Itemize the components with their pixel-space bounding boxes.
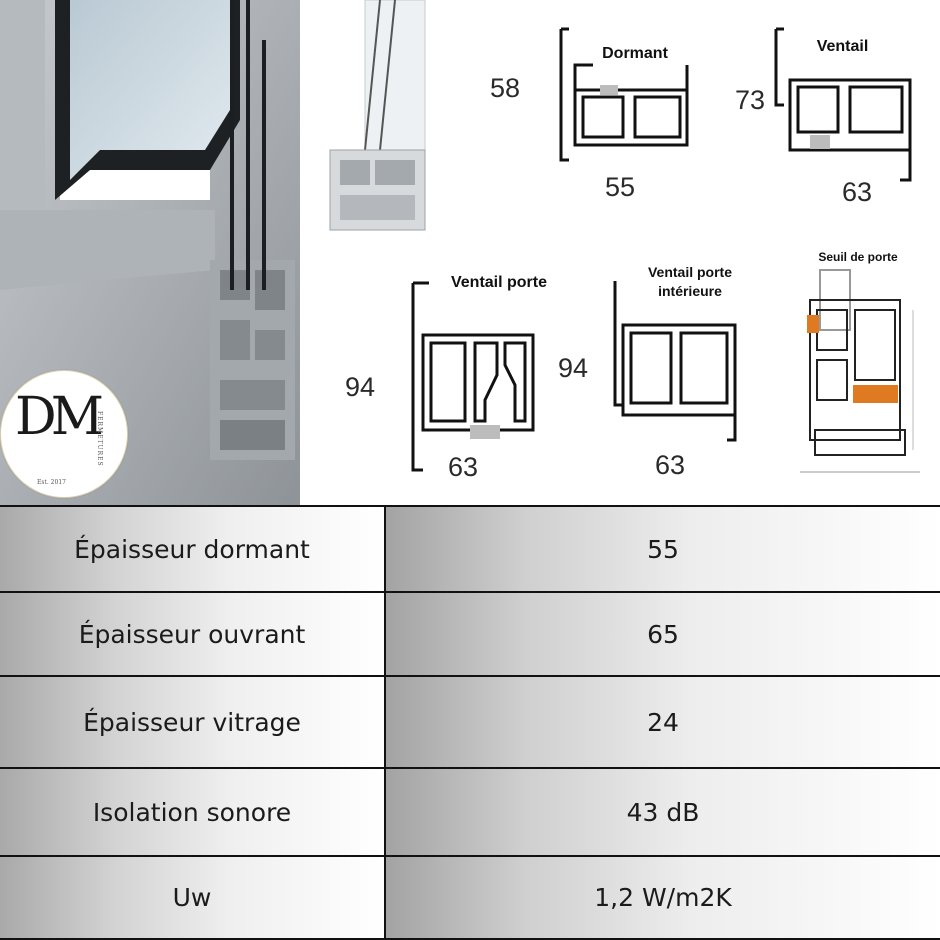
seuil-profile-drawing — [800, 269, 920, 473]
dormant-width-label: 55 — [605, 172, 636, 202]
ventail-porte-width-label: 63 — [448, 452, 479, 482]
ventail-porte-interieure-height-label: 94 — [558, 353, 589, 383]
ventail-porte-profile-drawing — [411, 281, 535, 472]
spec-label: Isolation sonore — [0, 769, 384, 855]
dormant-height-label: 58 — [490, 73, 521, 103]
spec-label: Uw — [0, 857, 384, 938]
ventail-porte-interieure-width-label: 63 — [655, 450, 686, 480]
ventail-height-label: 73 — [735, 85, 766, 115]
logo-brand-text: FERMETURES — [96, 411, 103, 467]
logo-est-text: Est. 2017 — [37, 479, 66, 486]
spec-label: Épaisseur dormant — [0, 507, 384, 591]
brand-logo: DM FERMETURES Est. 2017 — [0, 370, 128, 498]
spec-row-vitrage: Épaisseur vitrage 24 — [0, 677, 940, 769]
spec-row-ouvrant: Épaisseur ouvrant 65 — [0, 593, 940, 677]
ventail-title: Ventail — [816, 38, 869, 55]
logo-letters: DM — [15, 387, 104, 447]
dormant-profile-drawing — [559, 27, 689, 162]
spec-value: 24 — [384, 677, 940, 767]
product-illustration-area: 58 Dormant 55 73 Ventail 63 94 Ventail p… — [0, 0, 920, 505]
ventail-porte-title: Ventail porte — [450, 274, 548, 291]
ventail-porte-height-label: 94 — [345, 372, 376, 402]
spec-row-uw: Uw 1,2 W/m2K — [0, 857, 940, 940]
ventail-profile-drawing — [774, 27, 912, 182]
spec-value: 55 — [384, 507, 940, 591]
ventail-width-label: 63 — [842, 177, 873, 207]
spec-value: 43 dB — [384, 769, 940, 855]
spec-table: Épaisseur dormant 55 Épaisseur ouvrant 6… — [0, 505, 940, 940]
seuil-title: Seuil de porte — [818, 250, 898, 264]
spec-row-dormant: Épaisseur dormant 55 — [0, 507, 940, 593]
spec-value: 1,2 W/m2K — [384, 857, 940, 938]
ventail-porte-interieure-profile-drawing — [613, 281, 737, 442]
ventail-porte-interieure-title-line2: intérieure — [658, 283, 722, 299]
spec-label: Épaisseur ouvrant — [0, 593, 384, 675]
ventail-porte-interieure-title-line1: Ventail porte — [647, 264, 733, 280]
dormant-title: Dormant — [602, 45, 668, 62]
spec-value: 65 — [384, 593, 940, 675]
corner-profile-illustration — [329, 0, 426, 231]
spec-row-isolation: Isolation sonore 43 dB — [0, 769, 940, 857]
spec-label: Épaisseur vitrage — [0, 677, 384, 767]
